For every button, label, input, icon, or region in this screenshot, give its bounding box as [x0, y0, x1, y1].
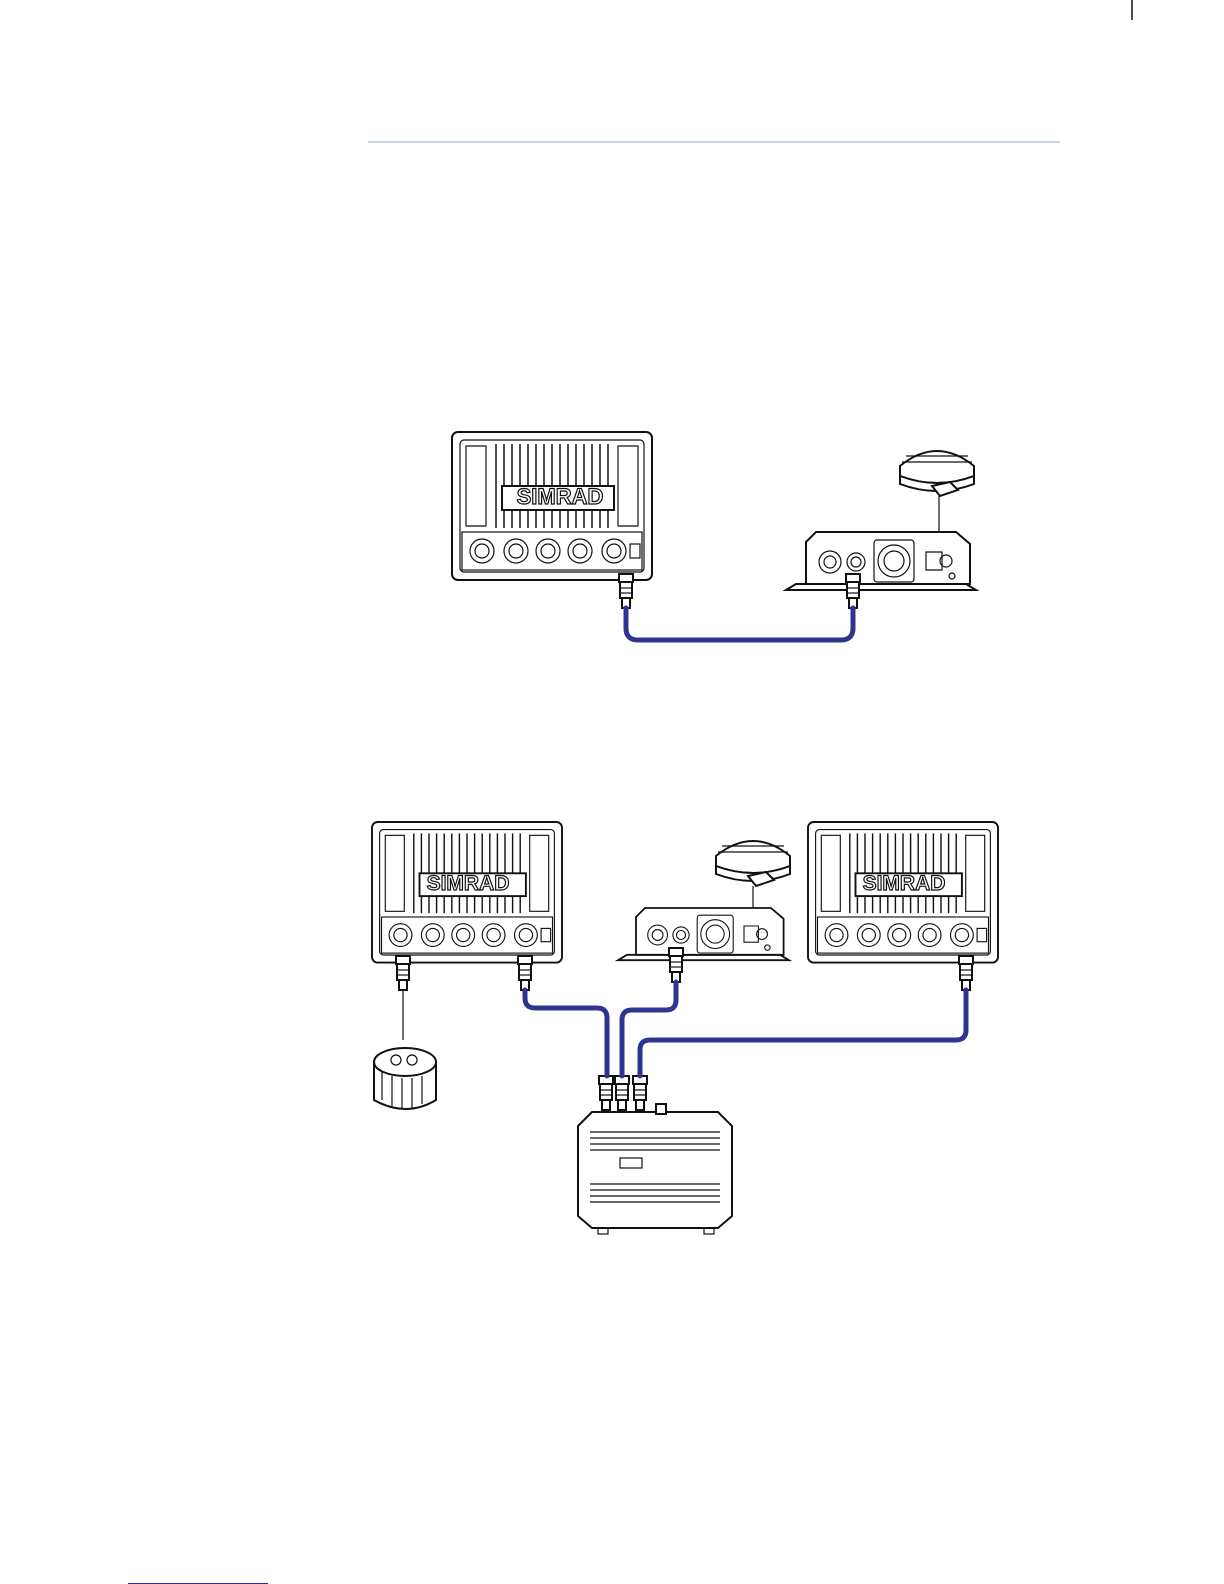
- brand-label-right: SIMRAD: [863, 872, 946, 895]
- radar-dome: [900, 451, 974, 496]
- diagram-single-display: SIMRAD: [452, 432, 976, 640]
- brand-label: SIMRAD: [517, 484, 604, 509]
- radar-interface-box-2: [618, 908, 789, 960]
- sounder-transducer: [374, 1048, 436, 1109]
- switch-port-3: [633, 1076, 647, 1110]
- radar-ethernet-plug: [846, 574, 860, 608]
- switch-port-2: [615, 1076, 629, 1110]
- left-ethernet-plug: [518, 956, 532, 990]
- display-ethernet-plug: [619, 574, 633, 608]
- cable-radar: [622, 982, 676, 1076]
- cable-left-display: [525, 990, 607, 1076]
- radar-interface-box: [786, 532, 976, 590]
- radar-ethernet-plug-2: [669, 948, 683, 982]
- switch-port-4: [656, 1104, 666, 1114]
- ethernet-switch: [578, 1112, 732, 1234]
- left-sounder-plug: [396, 956, 410, 990]
- radar-dome-2: [716, 841, 790, 886]
- right-ethernet-plug: [959, 956, 973, 990]
- brand-label-left: SIMRAD: [427, 872, 510, 895]
- cable-right-display: [640, 990, 966, 1076]
- ethernet-cable: [626, 608, 853, 640]
- diagram-dual-display: SIMRAD SIMRAD: [372, 822, 998, 1234]
- switch-port-1: [599, 1076, 613, 1110]
